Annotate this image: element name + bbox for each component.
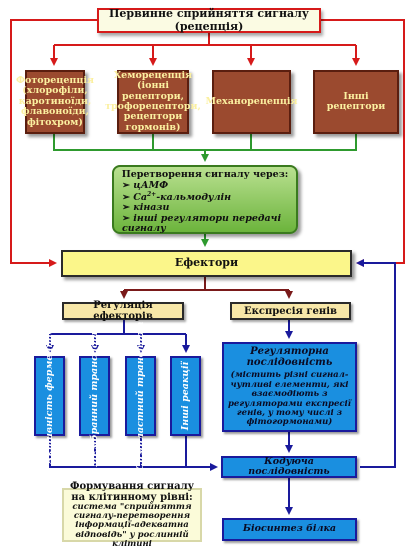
- formation-title: Формування сигналу на клітинному рівні:: [69, 480, 195, 503]
- receptor-chemo: Хеморецепція (іонні рецептори, трофореце…: [105, 69, 201, 134]
- green-connectors: [53, 134, 357, 247]
- blue-connectors: [46, 259, 396, 515]
- receptor-photo: Фоторецепція (хлорофіли, каротиноїди, фл…: [16, 70, 94, 134]
- expression-box: Експресія генів: [230, 302, 351, 320]
- effectors-box: Ефектори: [61, 250, 352, 277]
- regulation-box: Регуляція ефекторів: [62, 300, 184, 322]
- calcium-charge: 2+: [147, 190, 157, 198]
- conversion-item-kinases: кінази: [120, 203, 290, 214]
- formation-desc: система "сприйняття сигналу-перетворення…: [72, 501, 192, 550]
- calmodulin-label: -кальмодулін: [156, 192, 232, 204]
- protein-biosynthesis-box: Біосинтез білка: [222, 518, 357, 541]
- calcium-label: Ca: [133, 192, 147, 204]
- conversion-item-other: інші регулятори передачі сигналу: [120, 213, 290, 235]
- conversion-item-calmodulin: Ca2+-кальмодулін: [120, 190, 290, 204]
- effect-enzymes: Активність ферментів: [34, 328, 65, 464]
- maroon-connectors: [120, 277, 293, 299]
- effect-membrane: Мембранний транспорт: [79, 325, 110, 467]
- effect-symplast: Симпластний транспорт: [125, 322, 156, 470]
- receptor-other: Інші рецептори: [313, 70, 399, 134]
- signal-formation-note: Формування сигналу на клітинному рівні: …: [62, 481, 202, 549]
- regulatory-desc: (містить різні сигнал-чутливі елементи, …: [227, 370, 352, 428]
- conversion-title: Перетворення сигналу через:: [121, 169, 289, 180]
- conversion-item-camp: цАМФ: [120, 180, 290, 191]
- receptor-mechano: Механорецепція: [205, 70, 298, 134]
- effect-other: Інші реакції: [170, 356, 201, 436]
- regulatory-sequence-box: Регуляторна послідовність (містить різні…: [222, 342, 357, 432]
- perception-box: Первинне сприйняття сигналу (рецепція): [97, 8, 321, 33]
- signal-conversion-box: Перетворення сигналу через: цАМФ Ca2+-ка…: [112, 165, 298, 234]
- coding-sequence-box: Кодуюча послідовність: [221, 456, 357, 478]
- regulatory-title: Регуляторна послідовність: [246, 346, 333, 369]
